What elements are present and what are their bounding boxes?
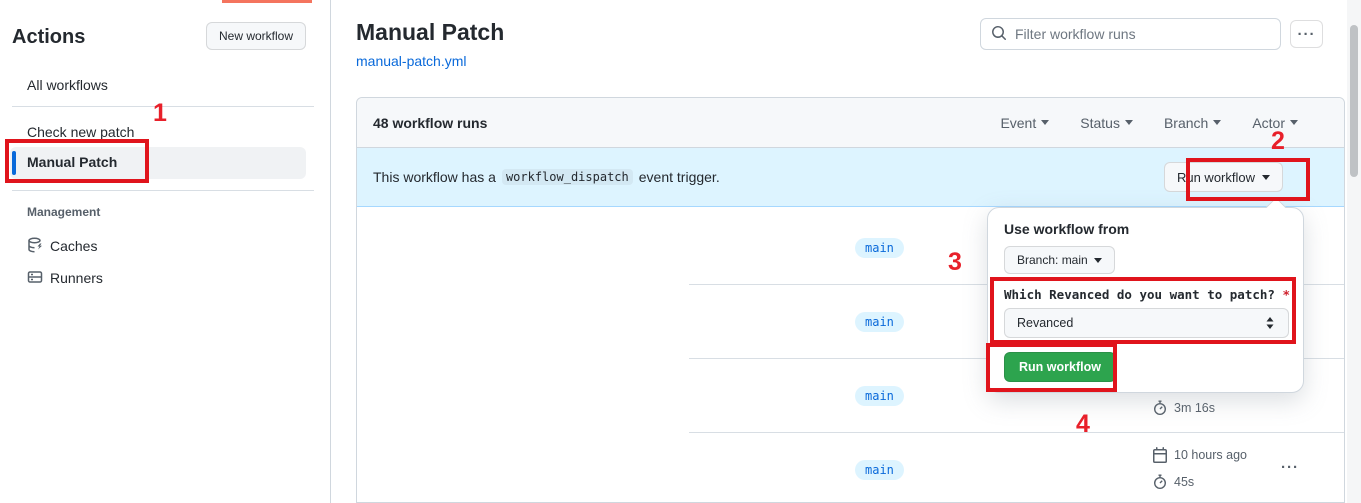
run-kebab-menu[interactable]: ··· (1281, 459, 1299, 476)
workflow-dispatch-banner: This workflow has a workflow_dispatch ev… (357, 148, 1344, 207)
filter-workflow-runs-box[interactable] (980, 18, 1281, 50)
page-title: Manual Patch (356, 19, 505, 45)
workflow-run-row[interactable]: main (357, 359, 1344, 433)
runs-filters: Event Status Branch Actor (1000, 115, 1298, 131)
workflow-file-link[interactable]: manual-patch.yml (356, 53, 467, 69)
sidebar-divider (12, 106, 314, 107)
runners-icon (27, 269, 43, 288)
annotation-number-3: 3 (948, 248, 962, 276)
event-filter[interactable]: Event (1000, 115, 1050, 131)
management-heading: Management (27, 205, 101, 219)
annotation-number-2: 2 (1271, 127, 1285, 155)
top-annotation-bar (222, 0, 312, 3)
branch-filter[interactable]: Branch (1164, 115, 1222, 131)
select-updown-icon (1266, 317, 1274, 329)
search-input[interactable] (1015, 26, 1270, 42)
runs-card-header: 48 workflow runs Event Status Branch Act… (357, 98, 1344, 148)
run-workflow-dropdown-button[interactable]: Run workflow (1163, 162, 1283, 192)
search-icon (991, 25, 1007, 44)
sidebar-item-runners[interactable]: Runners (50, 270, 103, 286)
selected-indicator-bar (12, 151, 16, 175)
run-time: 10 hours ago (1152, 447, 1247, 463)
caret-down-icon (1041, 120, 1050, 125)
caret-down-icon (1262, 174, 1270, 180)
branch-badge[interactable]: main (855, 386, 904, 406)
use-workflow-from-heading: Use workflow from (1004, 221, 1130, 237)
banner-text-after: event trigger. (638, 169, 720, 185)
stopwatch-icon (1153, 400, 1167, 416)
row-divider (689, 432, 1344, 433)
sidebar-divider (12, 190, 314, 191)
kebab-menu-button[interactable]: ··· (1290, 20, 1323, 48)
run-workflow-panel: Use workflow from Branch: main Which Rev… (987, 197, 1304, 393)
sidebar-item-manual-patch[interactable] (10, 147, 306, 179)
required-asterisk: * (1282, 287, 1290, 302)
sidebar-divider-vertical (330, 0, 331, 503)
sidebar-item-manual-patch-label: Manual Patch (27, 154, 118, 170)
branch-selector-button[interactable]: Branch: main (1004, 246, 1115, 274)
calendar-icon (1153, 447, 1167, 463)
caret-down-icon (1093, 257, 1102, 263)
workflow-run-row[interactable]: main (357, 433, 1344, 503)
revanced-select[interactable]: Revanced (1004, 308, 1289, 338)
caret-down-icon (1213, 120, 1222, 125)
branch-badge[interactable]: main (855, 460, 904, 480)
caret-down-icon (1290, 120, 1298, 125)
run-duration: 45s (1152, 474, 1194, 490)
status-filter[interactable]: Status (1080, 115, 1133, 131)
sidebar-title: Actions (12, 26, 86, 48)
branch-badge[interactable]: main (855, 312, 904, 332)
sidebar-item-all-workflows[interactable]: All workflows (27, 77, 108, 93)
scrollbar-thumb[interactable] (1350, 25, 1358, 177)
annotation-number-4: 4 (1076, 410, 1090, 438)
sidebar-item-caches[interactable]: Caches (50, 238, 98, 254)
banner-text-before: This workflow has a (373, 169, 496, 185)
caret-down-icon (1124, 120, 1133, 125)
new-workflow-button[interactable]: New workflow (206, 22, 306, 50)
banner-code: workflow_dispatch (501, 169, 633, 185)
annotation-number-1: 1 (153, 99, 167, 127)
run-duration: 3m 16s (1152, 400, 1215, 416)
caches-icon (27, 237, 43, 256)
branch-badge[interactable]: main (855, 238, 904, 258)
sidebar-item-check-new-patch[interactable]: Check new patch (27, 124, 135, 140)
workflow-input-label: Which Revanced do you want to patch? * (1004, 287, 1290, 302)
run-workflow-submit-button[interactable]: Run workflow (1004, 352, 1116, 382)
runs-count: 48 workflow runs (373, 114, 488, 131)
actor-filter[interactable]: Actor (1252, 115, 1298, 131)
stopwatch-icon (1153, 474, 1167, 490)
